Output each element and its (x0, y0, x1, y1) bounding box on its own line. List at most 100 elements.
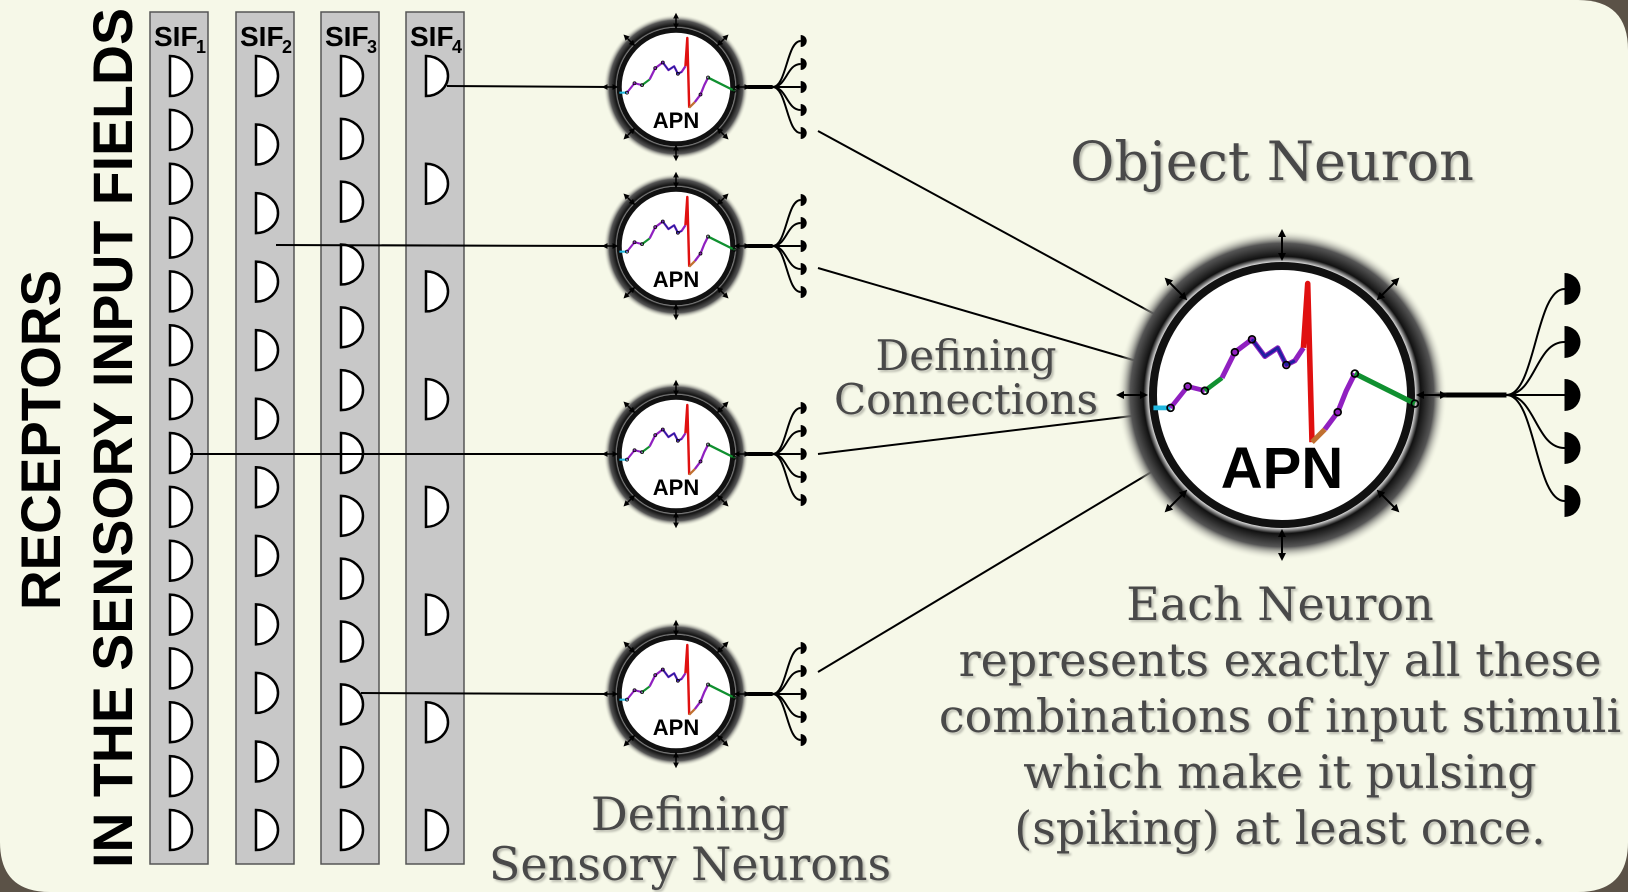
connection-line-1 (817, 130, 1159, 317)
receptor (254, 191, 280, 235)
waveform-point (1183, 382, 1192, 391)
waveform-segment (707, 76, 735, 92)
dendrite-arrow (1376, 489, 1400, 513)
dendrite-arrow (716, 641, 729, 654)
receptor-line-sif2 (275, 244, 613, 247)
waveform-point (660, 427, 665, 432)
receptor (339, 620, 365, 663)
waveform-point (1282, 360, 1291, 370)
waveform-point (698, 459, 703, 464)
synapse-terminal (800, 665, 807, 677)
dendrite-arrow (716, 34, 729, 47)
neuron-body (616, 186, 736, 306)
synapse-terminal (800, 263, 807, 275)
waveform-point (676, 678, 680, 683)
waveform-point (706, 682, 710, 687)
waveform-point (625, 90, 629, 95)
waveform-point (1247, 335, 1257, 344)
dendrite-arrow (623, 286, 636, 299)
waveform-point (706, 75, 710, 80)
sensory-neuron-1: APN (601, 12, 807, 162)
receptor (424, 701, 450, 744)
receptor (168, 754, 194, 798)
synapse-terminal (800, 217, 807, 229)
connection-line-2 (817, 267, 1141, 363)
waveform-segment (688, 708, 696, 716)
receptor (254, 328, 280, 372)
dendrite-arrow (1164, 277, 1188, 301)
receptor (254, 123, 280, 166)
sif-label-subscript: 2 (282, 37, 292, 57)
waveform-point (1166, 403, 1175, 413)
receptor (424, 162, 450, 205)
sif-label: SIF (154, 21, 198, 52)
waveform-segment (684, 643, 691, 715)
synapse-terminal (800, 642, 807, 654)
waveform-segment (684, 195, 691, 267)
dendrite-arrow (623, 193, 636, 206)
receptor (339, 745, 365, 789)
receptor (339, 117, 365, 161)
dendrite-arrow (716, 734, 729, 747)
waveform-segment (688, 101, 696, 109)
receptor (339, 683, 365, 726)
waveform-point (640, 690, 644, 694)
waveform-segment (1322, 372, 1358, 431)
labels: Object Neuron Defining Connections Defin… (489, 130, 1621, 891)
synapse-terminal (800, 448, 807, 460)
object-neuron-title: Object Neuron (1070, 130, 1474, 193)
waveform-point (732, 88, 737, 93)
waveform-point (653, 225, 658, 230)
axon-branch (772, 245, 802, 293)
waveform-segment (1353, 371, 1417, 406)
receptor (424, 377, 450, 421)
receptor (168, 54, 194, 98)
receptor (168, 216, 194, 259)
synapse-terminal (800, 711, 807, 723)
waveform-segment (693, 684, 710, 710)
waveform-point (653, 66, 658, 71)
receptor-connections (190, 85, 613, 695)
waveform-point (1230, 347, 1240, 357)
synapse-terminal (800, 688, 807, 700)
waveform-segment (688, 468, 696, 476)
dendrite-arrow (1376, 277, 1400, 301)
synapse-terminal (800, 127, 807, 139)
waveform-point (632, 688, 637, 693)
receptor (168, 485, 194, 529)
receptor (254, 534, 280, 578)
sif-label-subscript: 3 (367, 37, 377, 57)
neuron-label: APN (653, 108, 699, 133)
waveform-point (1200, 386, 1210, 396)
axon-branch (1506, 288, 1565, 396)
vertical-title: RECEPTORS IN THE SENSORY INPUT FIELDS (9, 8, 144, 868)
receptor (254, 671, 280, 715)
waveform-segment (707, 683, 735, 699)
receptor (254, 397, 280, 440)
axon-branch (1506, 341, 1565, 396)
receptor (339, 54, 365, 98)
receptor-line-sif3 (360, 692, 613, 695)
waveform-point (640, 450, 644, 454)
synapse-terminal (800, 104, 807, 116)
receptor (339, 494, 365, 538)
receptor (168, 539, 194, 582)
waveform-segment (1168, 384, 1206, 410)
synapse-terminal (800, 402, 807, 414)
dendrite-arrow (623, 401, 636, 414)
waveform-segment (693, 444, 710, 470)
waveform-segment (626, 449, 643, 461)
waveform-segment (626, 241, 643, 253)
neuron-body (616, 27, 736, 147)
receptor (168, 808, 194, 852)
synapse-terminal (1564, 485, 1581, 517)
receptor-line-sif4 (446, 85, 613, 88)
waveform-point (653, 673, 658, 678)
dendrite-arrow (716, 286, 729, 299)
